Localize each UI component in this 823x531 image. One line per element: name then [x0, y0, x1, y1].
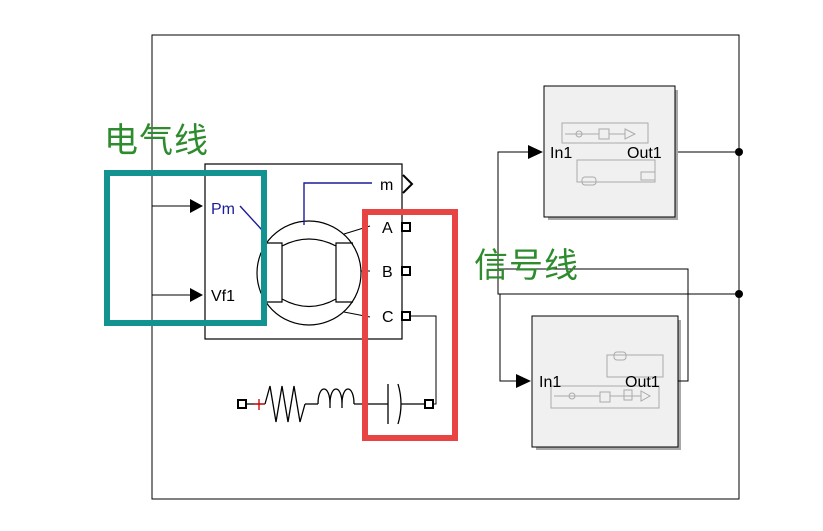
electrical-input-highlight: [104, 170, 267, 326]
resistor-icon: [264, 385, 306, 423]
subsystem-bottom-block[interactable]: [531, 315, 681, 450]
machine-stator-icon: [256, 220, 362, 326]
subsystem-bottom-in-label: In1: [539, 374, 561, 391]
m-port-label: m: [380, 177, 393, 194]
b-port-label: B: [382, 264, 393, 281]
capacitor-plate-right-icon: [397, 383, 402, 425]
top-in1-arrow: [528, 145, 543, 159]
pm-port-label: Pm: [211, 201, 235, 218]
subsystem-top-in-label: In1: [550, 145, 572, 162]
bottom-in1-arrow: [516, 374, 531, 388]
subsystem-top-preview: [561, 122, 656, 186]
pm-internal-wire: [239, 205, 263, 231]
electrical-line-annotation: 电气线: [104, 121, 209, 161]
model-boundary: [151, 34, 740, 500]
signal-line-annotation: 信号线: [474, 246, 579, 286]
junction-dot-top: [735, 148, 743, 156]
synchronous-machine-block[interactable]: [204, 163, 403, 340]
input-signal-lines: [151, 35, 190, 499]
subsystem-bottom-preview: [550, 351, 664, 409]
subsystem-bottom-out-label: Out1: [625, 374, 660, 391]
m-output-port-icon[interactable]: [402, 174, 414, 194]
subsystem-top-block[interactable]: [543, 85, 678, 220]
inductor-icon: [317, 388, 355, 408]
phase-c-connection: [410, 315, 437, 405]
subsystem-top-out-label: Out1: [627, 145, 662, 162]
c-port-label: C: [382, 309, 394, 326]
physical-port-highlight: [362, 209, 458, 441]
subsystem-signal-lines: [497, 151, 739, 382]
vf1-port-label: Vf1: [211, 288, 235, 305]
a-port-label: A: [382, 220, 393, 237]
vf1-input-arrow: [190, 288, 203, 302]
phase-ports[interactable]: [401, 222, 411, 321]
machine-rotor-icon: [264, 238, 353, 308]
pm-input-arrow: [190, 199, 203, 213]
m-internal-wire: [303, 182, 372, 225]
junction-dot-bottom: [735, 290, 743, 298]
rlc-branch-block[interactable]: [237, 383, 434, 425]
